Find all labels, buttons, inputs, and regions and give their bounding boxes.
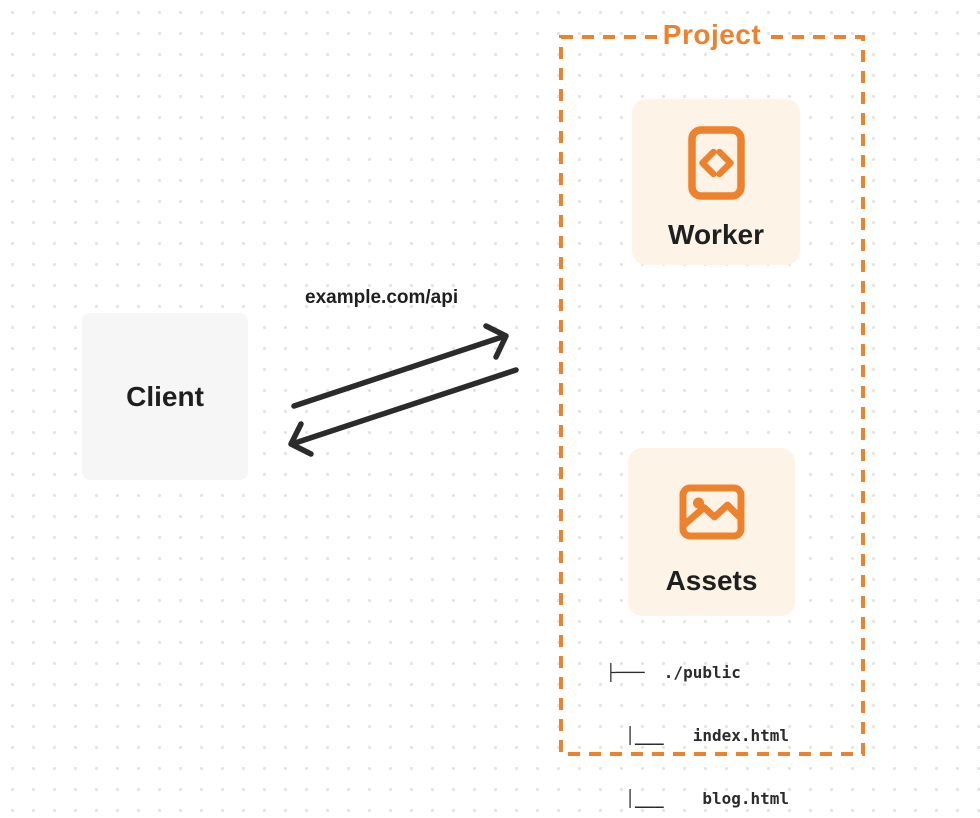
response-arrow-shaft xyxy=(289,367,519,447)
image-mountains xyxy=(681,501,742,528)
document-outline xyxy=(687,126,745,200)
file-tree-line-public: ├─── ./public xyxy=(606,663,741,682)
image-icon xyxy=(679,484,744,540)
worker-label: Worker xyxy=(668,219,764,250)
angle-right-glyph xyxy=(715,148,734,178)
client-node: Client xyxy=(82,313,248,480)
assets-label: Assets xyxy=(665,565,758,596)
response-arrowhead-icon xyxy=(288,421,314,457)
file-tree-line-blog: │___ blog.html xyxy=(606,789,790,808)
worker-node: Worker xyxy=(632,99,800,265)
image-frame xyxy=(679,484,744,540)
response-arrow xyxy=(288,367,519,457)
assets-node: Assets xyxy=(628,448,795,616)
client-label: Client xyxy=(126,380,204,412)
request-arrow-shaft xyxy=(291,333,508,409)
code-document-icon xyxy=(687,126,745,200)
file-tree: ├─── ./public │___ index.html │___ blog.… xyxy=(606,620,789,818)
request-url-label: example.com/api xyxy=(305,287,459,308)
request-arrowhead-icon xyxy=(483,323,509,360)
angle-left-glyph xyxy=(698,148,717,178)
file-tree-line-index: │___ index.html xyxy=(606,726,790,745)
request-arrow xyxy=(291,323,509,409)
project-label: Project xyxy=(658,20,766,50)
